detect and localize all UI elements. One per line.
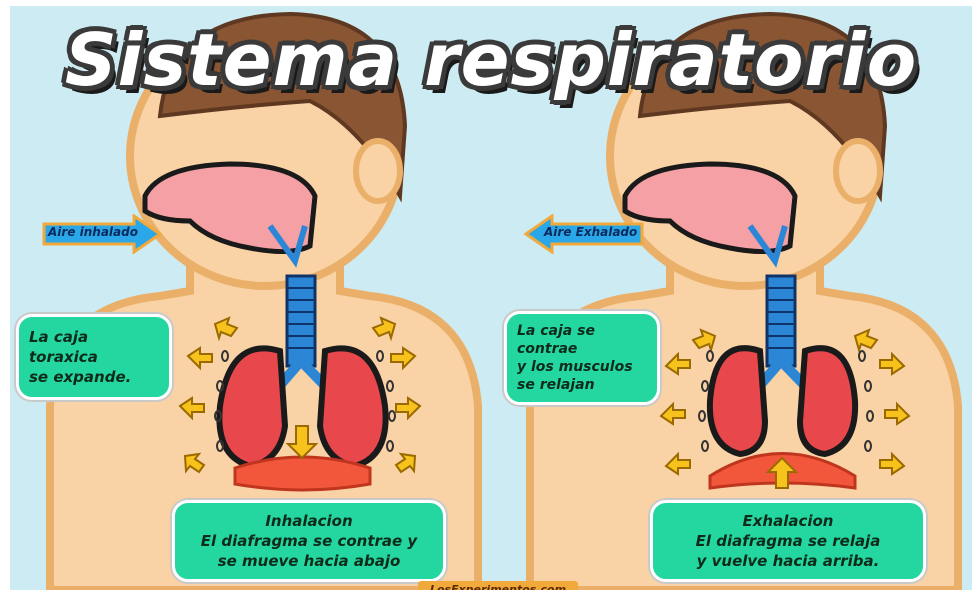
left-side-note-line-1: La caja toraxica <box>29 327 159 367</box>
right-bottom-heading: Exhalacion <box>659 511 917 531</box>
right-bottom-line-3: y vuelve hacia arriba. <box>659 551 917 571</box>
right-lung-left-side <box>800 348 855 454</box>
inhaled-air-arrow: Aire inhalado <box>42 214 162 254</box>
exhaled-air-label: Aire Exhalado <box>544 225 637 239</box>
right-ear <box>836 141 880 201</box>
inhaled-air-label: Aire inhalado <box>48 225 138 239</box>
left-trachea <box>287 276 315 366</box>
diagram-title: Sistema respiratorio <box>10 18 972 102</box>
right-bottom-note: Exhalacion El diafragma se relaja y vuel… <box>650 500 926 582</box>
left-ear <box>356 141 400 201</box>
right-side-note-line-1: La caja se contrae <box>517 322 647 358</box>
left-diaphragm <box>235 457 370 490</box>
right-trachea <box>767 276 795 366</box>
left-side-note-line-2: se expande. <box>29 367 159 387</box>
right-side-note-line-3: se relajan <box>517 376 647 394</box>
right-bottom-line-2: El diafragma se relaja <box>659 531 917 551</box>
source-credit: LosExperimentos.com <box>418 581 578 590</box>
left-bottom-note: Inhalacion El diafragma se contrae y se … <box>172 500 446 582</box>
left-bottom-heading: Inhalacion <box>181 511 437 531</box>
right-side-note-line-2: y los musculos <box>517 358 647 376</box>
left-side-note: La caja toraxica se expande. <box>16 314 172 400</box>
exhaled-air-arrow: Aire Exhalado <box>522 214 644 254</box>
right-lung-right-side <box>710 348 765 454</box>
diagram-canvas: Sistema respiratorio Aire inhalado Aire … <box>10 6 972 590</box>
left-bottom-line-3: se mueve hacia abajo <box>181 551 437 571</box>
left-bottom-line-2: El diafragma se contrae y <box>181 531 437 551</box>
right-side-note: La caja se contrae y los musculos se rel… <box>504 311 660 405</box>
